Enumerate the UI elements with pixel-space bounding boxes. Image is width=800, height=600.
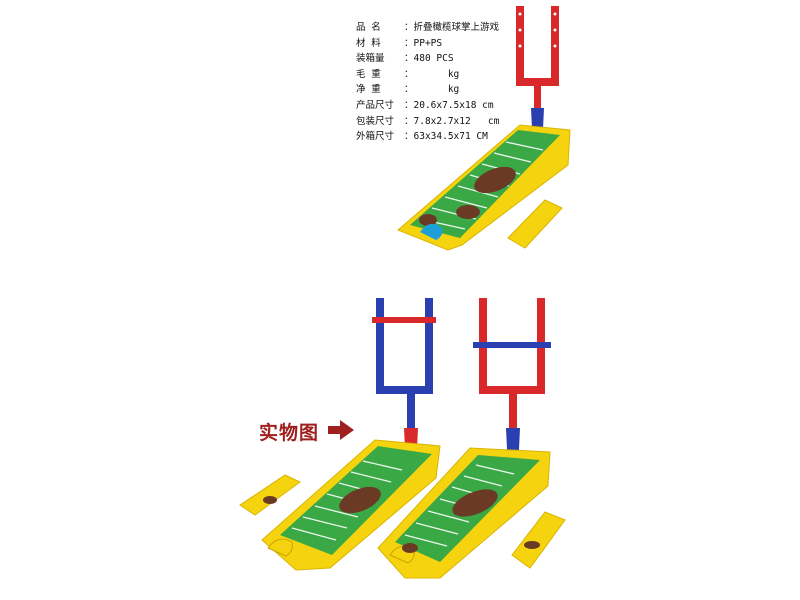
spec-label: 装箱量	[356, 53, 385, 65]
post-clip	[473, 342, 551, 348]
spec-row-material: 材 料 ：PP+PS	[356, 36, 556, 52]
post-crossbar	[479, 386, 545, 394]
post-crossbar	[376, 386, 433, 394]
spec-value: 20.6x7.5x18 cm	[413, 99, 494, 111]
spec-value: kg	[413, 68, 460, 80]
spec-sep: ：	[404, 99, 414, 111]
spec-sep: ：	[404, 22, 414, 33]
football-piece	[419, 214, 437, 226]
field-logo-ball	[452, 489, 498, 517]
post-upright-left	[376, 298, 384, 394]
spec-sep: ：	[404, 37, 414, 49]
flipper-left	[267, 538, 293, 557]
football-piece	[402, 543, 418, 553]
spec-row-net-weight: 净 重 ： kg	[356, 82, 556, 98]
spec-label: 材 料	[356, 37, 381, 49]
spec-value: kg	[413, 84, 460, 96]
spec-value: 折叠橄榄球掌上游戏	[413, 22, 500, 33]
field-logo-ball	[474, 166, 516, 194]
arrow-right-icon	[328, 420, 354, 440]
spec-value: PP+PS	[413, 37, 443, 49]
field-logo-ball	[339, 486, 381, 514]
spec-sep: ：	[404, 115, 414, 127]
product-right	[377, 298, 566, 579]
spec-label: 产品尺寸	[356, 99, 395, 111]
post-upright-right	[425, 298, 433, 394]
spec-sep: ：	[404, 84, 414, 96]
spec-value: 7.8x2.7x12 cm	[413, 115, 500, 127]
spec-sep: ：	[404, 53, 414, 65]
storage-tray-left	[239, 474, 301, 516]
product-top	[397, 6, 571, 251]
spec-list: 品 名：折叠橄榄球掌上游戏 材 料：PP+PS 装箱量：480 PCS 毛 重：…	[356, 20, 556, 145]
post-neck	[534, 84, 541, 110]
spec-row-name: 品 名 ：折叠橄榄球掌上游戏	[356, 20, 556, 36]
product-left	[239, 298, 441, 571]
spec-row-gross-weight: 毛 重 ： kg	[356, 67, 556, 83]
spec-label: 品 名	[356, 22, 381, 33]
spec-row-product-size: 产品尺寸 ：20.6x7.5x18 cm	[356, 98, 556, 114]
football-piece	[524, 541, 540, 549]
spec-row-carton-size: 外箱尺寸 ：63x34.5x71 CM	[356, 129, 556, 145]
spec-label: 毛 重	[356, 68, 381, 80]
football-piece	[456, 205, 480, 219]
post-clip	[372, 317, 436, 323]
storage-tray-right	[511, 511, 566, 569]
spec-row-package-size: 包装尺寸 ：7.8x2.7x12 cm	[356, 114, 556, 130]
spec-label: 包装尺寸	[356, 115, 395, 127]
post-neck	[407, 392, 415, 430]
post-neck	[509, 392, 517, 430]
goal-post-red	[473, 298, 551, 470]
post-crossbar	[516, 78, 559, 86]
spec-value: 63x34.5x71 CM	[413, 131, 488, 143]
spec-sep: ：	[404, 68, 414, 80]
storage-tray-top	[507, 199, 563, 249]
football-piece	[263, 496, 277, 504]
spec-label: 外箱尺寸	[356, 131, 395, 143]
spec-value: 480 PCS	[413, 53, 454, 65]
spec-label: 净 重	[356, 84, 381, 96]
flipper-top	[420, 223, 443, 240]
spec-row-quantity: 装箱量 ：480 PCS	[356, 51, 556, 67]
spec-sep: ：	[404, 131, 414, 143]
real-photo-label: 实物图	[259, 422, 320, 444]
